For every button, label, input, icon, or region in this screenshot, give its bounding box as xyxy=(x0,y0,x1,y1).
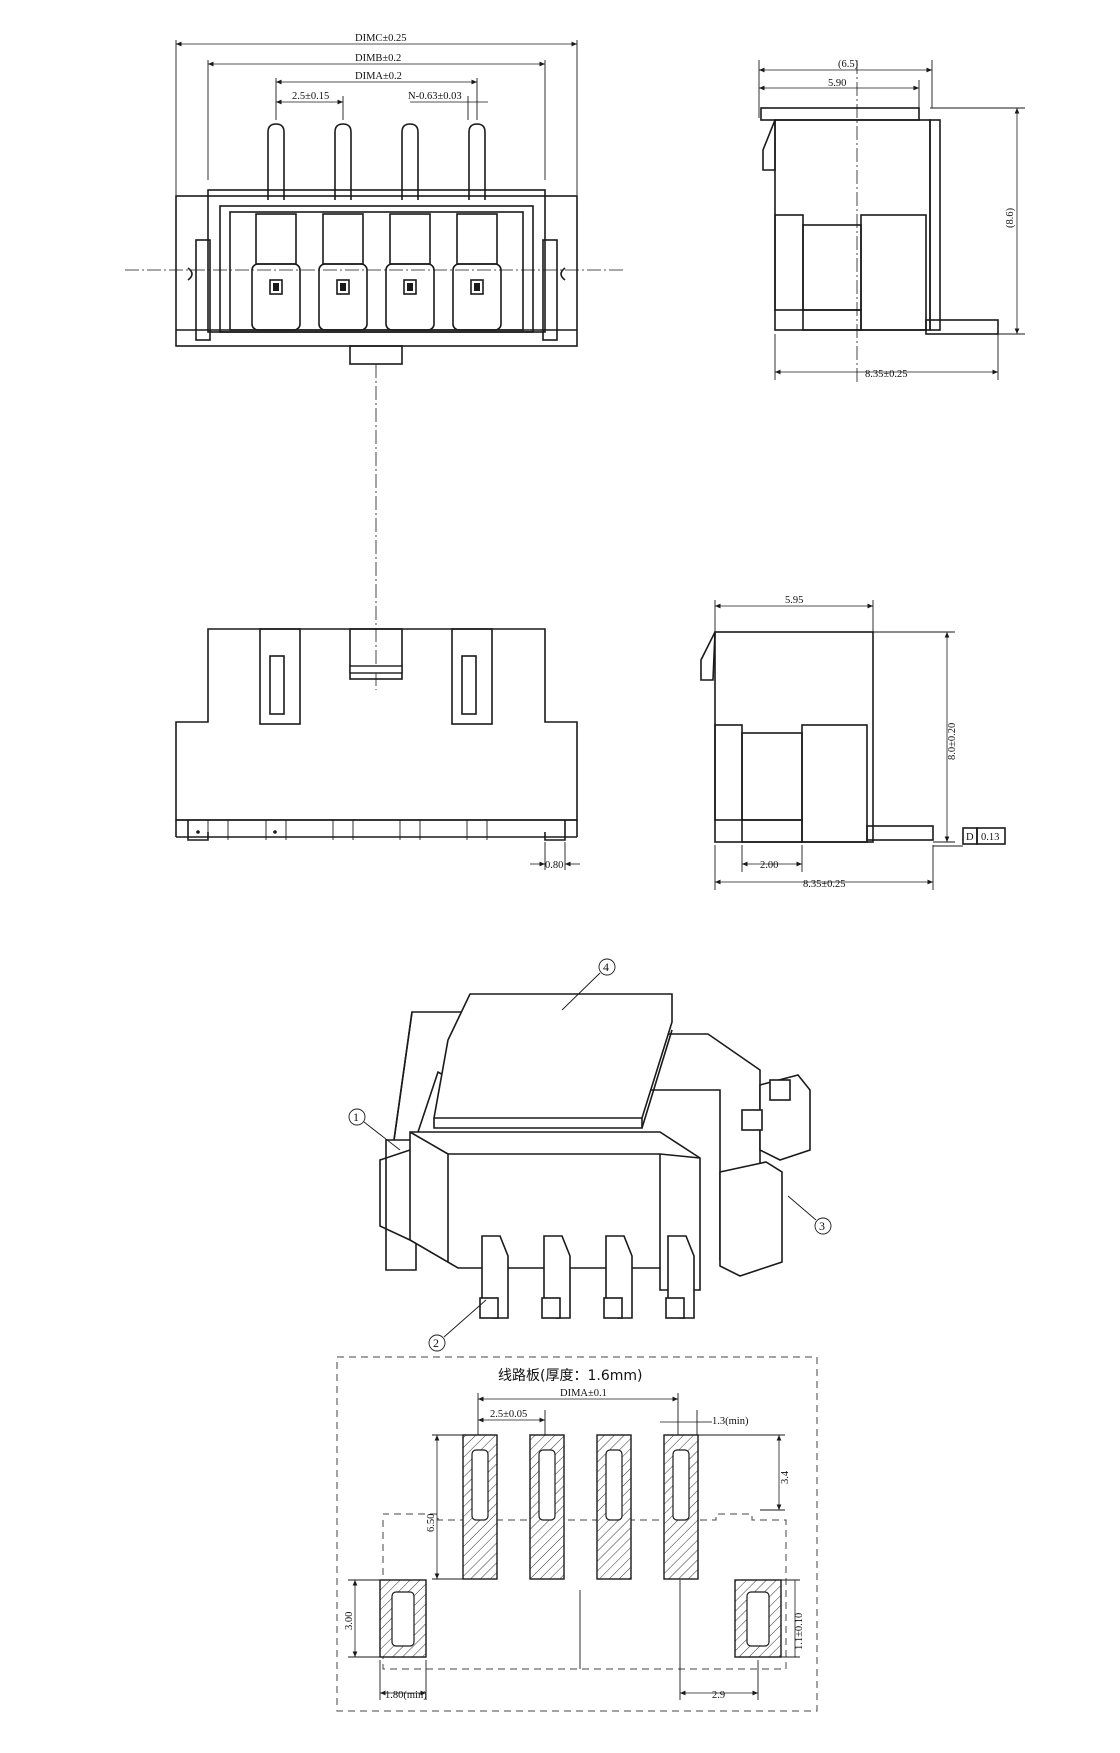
flatness-symbol: D xyxy=(966,832,974,843)
front-dim-c: DIMC±0.25 xyxy=(355,33,407,44)
front-pitch: 2.5±0.15 xyxy=(292,91,329,102)
pcb-anchor-width: 1.80(min) xyxy=(385,1690,427,1701)
bottom-foot-offset: 0.80 xyxy=(545,860,563,871)
front-dim-a: DIMA±0.2 xyxy=(355,71,402,82)
front-housing xyxy=(175,189,578,365)
pcb-pitch: 2.5±0.05 xyxy=(490,1409,527,1420)
side-bottom-tail-length: 2.00 xyxy=(760,860,778,871)
side-view-bottom: 5.95 8.0±0.20 D 0.13 2.00 8.35±0.25 xyxy=(700,595,1006,890)
front-view: DIMC±0.25 DIMB±0.2 DIMA±0.2 2.5±0.15 N-0… xyxy=(125,33,625,690)
side-bottom-body-width: 5.95 xyxy=(785,595,803,606)
callout-2: 2 xyxy=(428,1299,487,1352)
svg-text:4: 4 xyxy=(603,960,609,974)
pcb-dim-a: DIMA±0.1 xyxy=(560,1388,607,1399)
flatness-value: 0.13 xyxy=(981,832,999,843)
front-pins xyxy=(267,123,486,200)
side-top-depth: 8.35±0.25 xyxy=(865,369,908,380)
front-pin-width: N-0.63±0.03 xyxy=(408,91,462,102)
side-top-body-width: 5.90 xyxy=(828,78,846,89)
svg-text:1: 1 xyxy=(353,1110,359,1124)
callout-3: 3 xyxy=(787,1195,832,1235)
pcb-anchor-height: 3.00 xyxy=(344,1612,355,1630)
side-view-top: (6.5) 5.90 (8.6) 8.35±0.25 xyxy=(758,59,1025,385)
front-dim-b: DIMB±0.2 xyxy=(355,53,401,64)
side-top-overall-width: (6.5) xyxy=(838,59,859,70)
pcb-title: 线路板(厚度：1.6mm) xyxy=(498,1368,642,1384)
side-bottom-depth: 8.35±0.25 xyxy=(803,879,846,890)
pcb-pad-length: 6.50 xyxy=(426,1514,437,1532)
pcb-pad-width: 1.3(min) xyxy=(712,1416,749,1427)
callout-4: 4 xyxy=(561,958,616,1011)
isometric-view: 4 1 3 2 xyxy=(348,958,832,1352)
pcb-anchor-tolerance: 1.1±0.10 xyxy=(794,1613,805,1650)
side-top-height: (8.6) xyxy=(1005,207,1016,228)
front-view-dimensions xyxy=(175,40,578,195)
bottom-view: 0.80 xyxy=(175,628,580,871)
svg-text:2: 2 xyxy=(433,1336,439,1350)
callout-1: 1 xyxy=(348,1108,401,1151)
pcb-pad-extension: 3.4 xyxy=(780,1470,791,1484)
svg-text:3: 3 xyxy=(819,1219,825,1233)
pcb-anchor-offset: 2.9 xyxy=(712,1690,725,1701)
side-bottom-height: 8.0±0.20 xyxy=(947,723,958,760)
pcb-layout: 线路板(厚度：1.6mm) DIMA±0.1 2.5±0.05 1.3(min) xyxy=(336,1356,818,1712)
